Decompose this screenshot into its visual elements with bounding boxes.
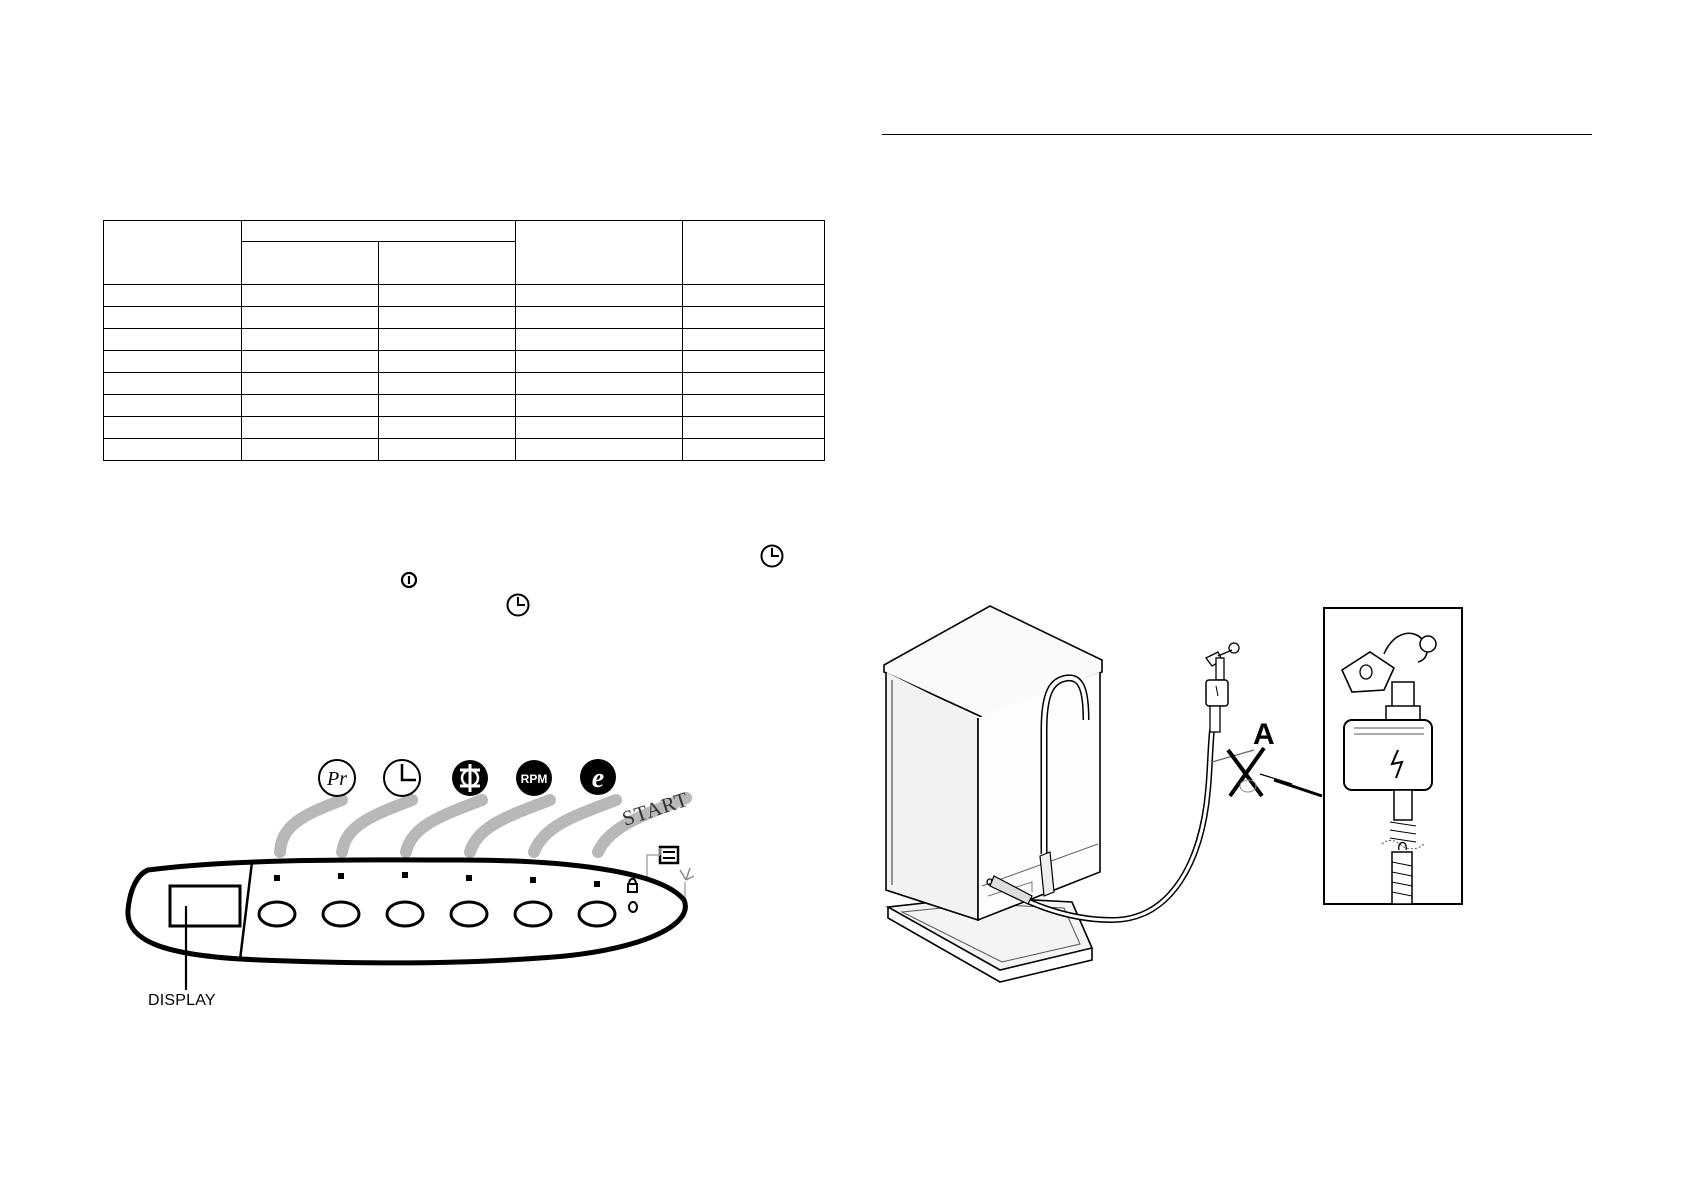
table-cell (103, 372, 242, 395)
table-row (103, 438, 825, 461)
display-label: DISPLAY (148, 992, 216, 1009)
table-row (103, 416, 825, 439)
svg-text:e: e (592, 763, 604, 794)
right-page: A (842, 0, 1684, 1190)
power-icon (400, 571, 418, 589)
rpm-icon: RPM (516, 760, 552, 796)
table-cell (378, 241, 516, 285)
eco-button[interactable] (513, 900, 553, 928)
table-cell (682, 350, 825, 373)
table-row (103, 394, 825, 417)
table-cell (682, 372, 825, 395)
button-leader-lines (274, 792, 692, 858)
table-cell (682, 394, 825, 417)
detail-inset (1323, 607, 1463, 905)
table-cell (241, 350, 379, 373)
table-cell (378, 306, 516, 329)
delay-timer-icon (383, 759, 421, 797)
table-cell (103, 284, 242, 307)
delay-timer-button[interactable] (321, 900, 361, 928)
table-cell (378, 284, 516, 307)
start-label: START (619, 787, 692, 831)
program-button[interactable] (257, 900, 297, 928)
prohibited-cut (1211, 746, 1323, 798)
table-cell (241, 416, 379, 439)
inlet-hose (988, 729, 1215, 924)
table-cell (378, 438, 516, 461)
table-cell (378, 350, 516, 373)
table-row (103, 328, 825, 351)
table-cell (378, 394, 516, 417)
spin-button[interactable] (385, 900, 425, 928)
table-cell (241, 438, 379, 461)
water-tap (1205, 642, 1240, 733)
svg-text:RPM: RPM (521, 772, 548, 786)
water-connection-illustration (883, 605, 1463, 983)
door-icon (679, 867, 695, 881)
table-cell (515, 284, 683, 307)
small-lock-indicator (627, 877, 638, 893)
table-cell (515, 372, 683, 395)
table-cell (682, 284, 825, 307)
table-cell (378, 372, 516, 395)
drain-hose (1039, 674, 1090, 897)
table-cell (515, 394, 683, 417)
table-cell (103, 220, 242, 285)
table-cell (515, 328, 683, 351)
spec-table (103, 220, 825, 461)
left-page: Pr RPM e START (103, 220, 825, 1009)
table-cell (241, 241, 379, 285)
delay-timer-icon (506, 593, 530, 617)
table-row (103, 350, 825, 373)
aquastop-detail (1343, 719, 1433, 791)
program-icon: Pr (318, 759, 356, 797)
table-cell (241, 284, 379, 307)
callout-label-a: A (1253, 718, 1275, 751)
table-cell (378, 416, 516, 439)
table-row (103, 306, 825, 329)
rpm-button[interactable] (449, 900, 489, 928)
table-cell (515, 438, 683, 461)
table-cell (103, 438, 242, 461)
table-cell (682, 220, 825, 285)
table-cell (378, 328, 516, 351)
lock-icon (658, 845, 680, 865)
spin-icon (452, 760, 488, 796)
table-cell (515, 350, 683, 373)
table-cell (682, 306, 825, 329)
section-rule (882, 134, 1592, 135)
table-cell (682, 416, 825, 439)
table-cell (103, 350, 242, 373)
table-row (103, 372, 825, 395)
led-indicators (274, 872, 600, 887)
appliance-cabinet (883, 605, 1103, 922)
table-row (103, 284, 825, 307)
table-row (103, 220, 825, 285)
table-cell (241, 372, 379, 395)
table-cell (241, 220, 516, 242)
delay-timer-icon (760, 544, 784, 568)
table-cell (103, 394, 242, 417)
table-cell (103, 416, 242, 439)
table-cell (682, 438, 825, 461)
table-cell (515, 306, 683, 329)
svg-text:Pr: Pr (326, 768, 347, 790)
start-button[interactable] (577, 900, 617, 928)
display-screen (168, 884, 242, 928)
table-cell (103, 328, 242, 351)
table-cell (515, 416, 683, 439)
table-cell (241, 306, 379, 329)
table-cell (241, 328, 379, 351)
control-panel-illustration: Pr RPM e START (125, 759, 695, 990)
table-cell (241, 394, 379, 417)
table-cell (515, 220, 683, 285)
tap-handle (1340, 651, 1396, 693)
table-cell (682, 328, 825, 351)
table-cell (103, 306, 242, 329)
small-door-indicator (628, 901, 638, 913)
eco-icon: e (580, 759, 616, 795)
